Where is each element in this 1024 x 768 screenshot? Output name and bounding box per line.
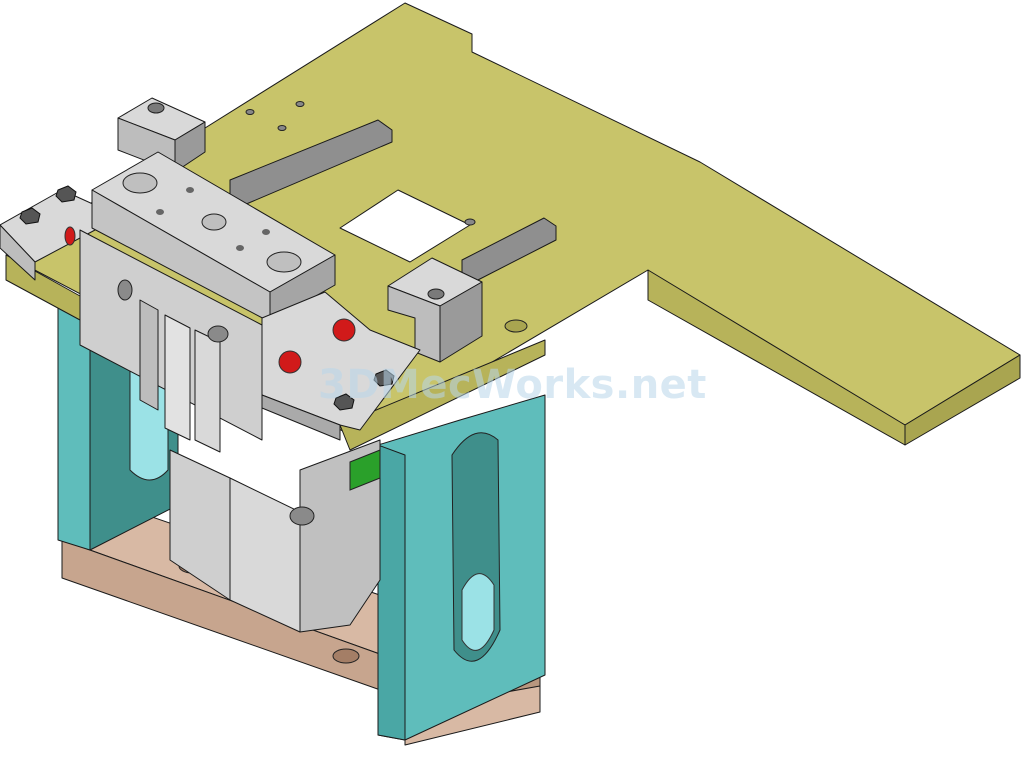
cylinder-fin-3: [194, 329, 221, 453]
cylinder-port: [207, 325, 229, 343]
cylinder-fin-1: [139, 299, 159, 411]
green-part: [349, 449, 381, 491]
socket-head-screw-icon: [333, 393, 355, 411]
socket-head-screw-icon: [201, 213, 227, 231]
stop-blocks: [117, 97, 483, 363]
socket-head-screw-icon: [373, 369, 395, 387]
top-plate-front-right: [339, 339, 546, 451]
slide-hole: [262, 229, 270, 235]
red-screw: [64, 226, 76, 246]
slide-hole: [156, 209, 164, 215]
plate-hole-4: [295, 101, 305, 107]
top-plate-arm-end: [904, 354, 1021, 446]
slide-hole: [186, 187, 194, 193]
socket-head-screw-icon: [19, 207, 41, 225]
right-upright: [377, 394, 546, 741]
right-upright-slot-inner: [461, 573, 495, 651]
lower-cylinder: [169, 439, 381, 633]
cylinder-port: [117, 279, 133, 301]
upper-slide-block: [91, 151, 336, 323]
cylinder-fin-2: [164, 314, 191, 441]
lower-cylinder-head: [299, 439, 381, 633]
slide-side: [269, 254, 336, 323]
front-mount-plate: [261, 291, 421, 441]
base-hole-2: [332, 648, 360, 664]
cylinder-body: [79, 229, 263, 453]
plate-hole-5: [464, 218, 476, 226]
counterbore-hole-icon: [147, 102, 165, 114]
slide-hole: [236, 245, 244, 251]
cylinder-port: [289, 506, 315, 526]
right-upright-front: [377, 444, 406, 741]
socket-head-screw-icon: [55, 185, 77, 203]
socket-head-screw-icon: [266, 251, 302, 273]
plate-hole-2: [245, 109, 255, 115]
front-mount-edge: [261, 394, 341, 441]
red-screw: [278, 350, 302, 374]
socket-head-screw-icon: [122, 172, 158, 194]
plate-hole-3: [277, 125, 287, 131]
stop-block-front-side: [439, 281, 483, 363]
red-screw: [332, 318, 356, 342]
counterbore-hole-icon: [427, 288, 445, 300]
left-clamp-face: [0, 224, 36, 281]
plate-hole-1: [504, 319, 528, 333]
